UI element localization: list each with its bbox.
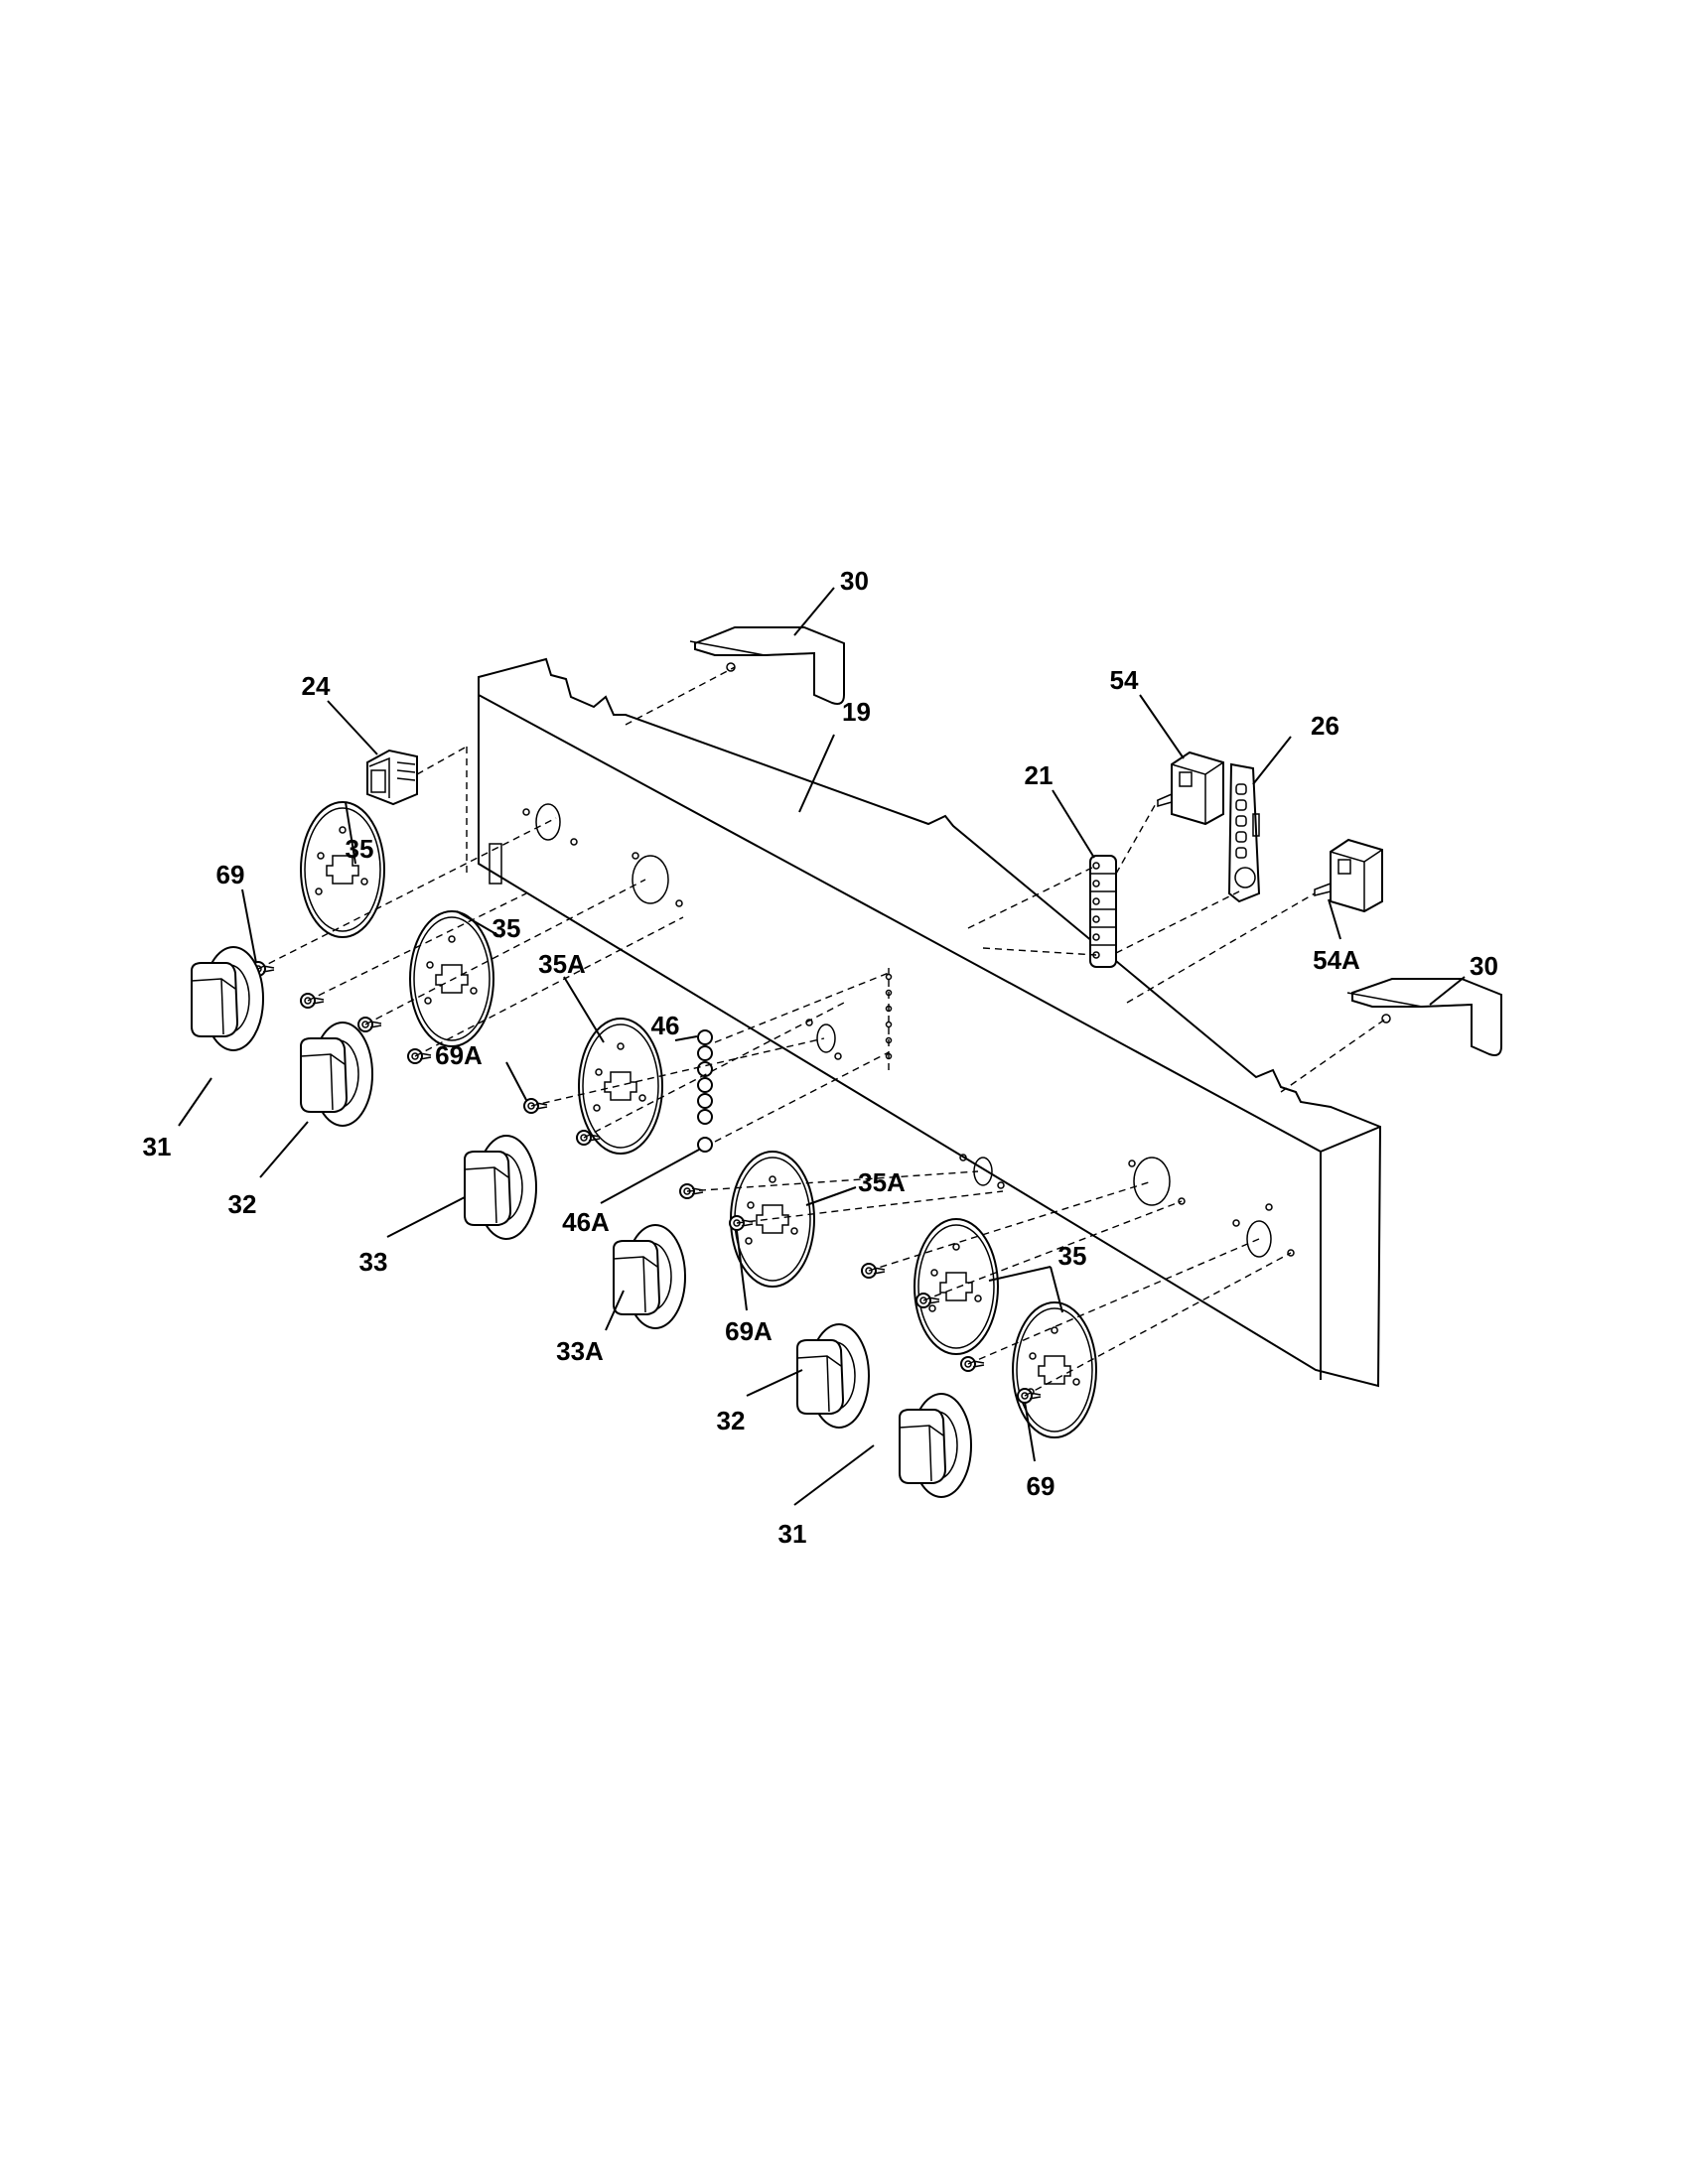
end-bracket-right bbox=[1346, 978, 1502, 1056]
callout-33a: 33A bbox=[556, 1336, 604, 1366]
callout-35a-1: 35A bbox=[538, 949, 586, 979]
callout-46: 46 bbox=[651, 1011, 680, 1040]
switch-54a bbox=[1314, 838, 1383, 913]
leader-lines bbox=[178, 587, 1466, 1506]
indicator-lights bbox=[697, 1029, 713, 1153]
callout-35a-2: 35A bbox=[858, 1167, 906, 1197]
callout-54: 54 bbox=[1110, 665, 1139, 695]
bezel-left-1 bbox=[300, 801, 385, 938]
knob-31-right bbox=[899, 1393, 972, 1498]
callout-46a: 46A bbox=[562, 1207, 610, 1237]
callout-24: 24 bbox=[302, 671, 331, 701]
knob-31-left bbox=[191, 946, 264, 1051]
knob-33a bbox=[613, 1224, 686, 1329]
callout-30-right: 30 bbox=[1470, 951, 1498, 981]
callout-69a-2: 69A bbox=[725, 1316, 773, 1346]
end-bracket-top bbox=[689, 626, 845, 705]
callout-69a-1: 69A bbox=[435, 1040, 483, 1070]
knob-32-right bbox=[796, 1323, 870, 1429]
screw-left-3 bbox=[357, 1017, 382, 1032]
callout-32-left: 32 bbox=[228, 1189, 257, 1219]
assembly-lines bbox=[257, 666, 1387, 1397]
bezel-left-2 bbox=[409, 910, 494, 1047]
callout-32-right: 32 bbox=[717, 1406, 746, 1435]
callout-35-left-1: 35 bbox=[346, 834, 374, 864]
callout-69-right: 69 bbox=[1027, 1471, 1055, 1501]
callout-26: 26 bbox=[1311, 711, 1339, 741]
bezel-right-1 bbox=[914, 1218, 999, 1355]
knob-32-left bbox=[300, 1022, 373, 1127]
callout-54a: 54A bbox=[1313, 945, 1360, 975]
screw-right-1 bbox=[861, 1263, 886, 1279]
callout-35-left-2: 35 bbox=[492, 913, 521, 943]
callout-19: 19 bbox=[842, 697, 871, 727]
callouts: 30 30 24 19 54 26 21 54A 35 35 69 35A 46… bbox=[143, 566, 1498, 1549]
screw-left-4 bbox=[407, 1048, 432, 1064]
callout-31-left: 31 bbox=[143, 1132, 172, 1161]
callout-35-right: 35 bbox=[1058, 1241, 1087, 1271]
callout-69-left: 69 bbox=[216, 860, 245, 889]
screw-left-2 bbox=[300, 993, 325, 1009]
bezel-center-1 bbox=[578, 1018, 663, 1155]
knob-33 bbox=[464, 1135, 537, 1240]
callout-31-right: 31 bbox=[778, 1519, 807, 1549]
callout-33: 33 bbox=[359, 1247, 388, 1277]
callout-30-top: 30 bbox=[840, 566, 869, 596]
callout-21: 21 bbox=[1025, 760, 1054, 790]
bezel-right-2 bbox=[1012, 1301, 1097, 1438]
control-panel bbox=[478, 657, 1382, 1388]
rocker-switch bbox=[366, 749, 418, 806]
switch-54 bbox=[1157, 751, 1224, 826]
terminal-block bbox=[1089, 855, 1117, 968]
screw-69a-1 bbox=[523, 1098, 548, 1114]
circuit-board bbox=[1227, 762, 1261, 903]
